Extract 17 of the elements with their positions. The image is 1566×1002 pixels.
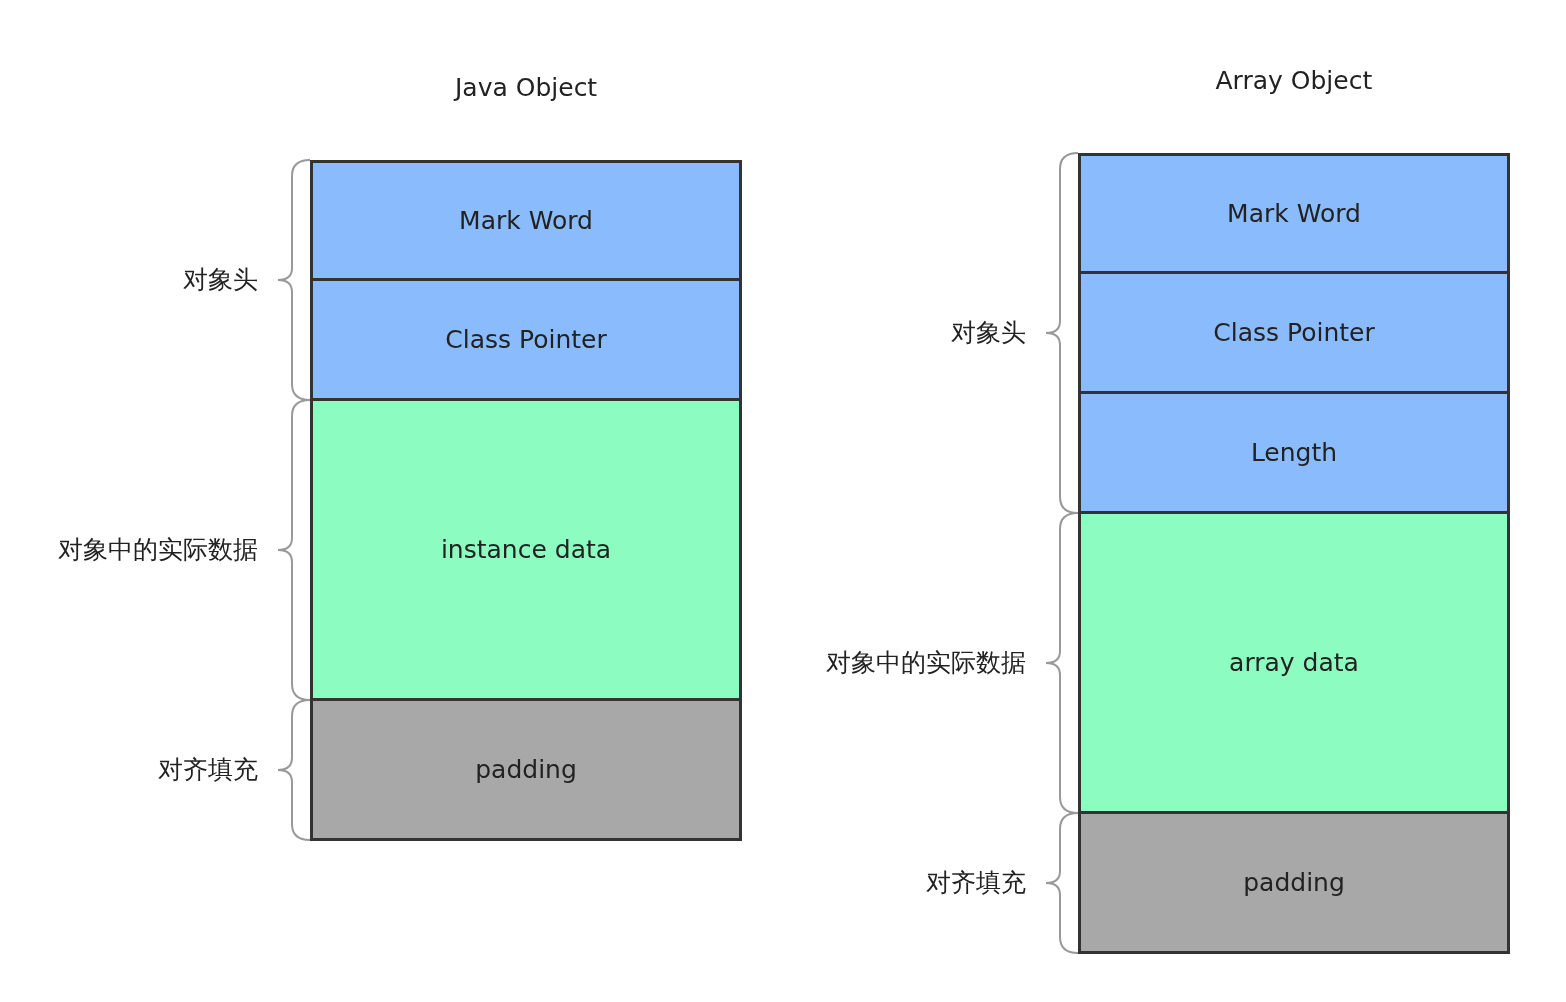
memory-block: padding (310, 698, 742, 841)
column-title: Java Object (455, 72, 598, 104)
memory-block: Mark Word (1078, 153, 1510, 274)
column-title: Array Object (1215, 65, 1373, 97)
memory-block: padding (1078, 811, 1510, 954)
memory-block: Class Pointer (1078, 271, 1510, 394)
memory-block: array data (1078, 511, 1510, 814)
memory-block: Class Pointer (310, 278, 742, 401)
memory-block: Mark Word (310, 160, 742, 281)
brace-label: 对齐填充 (158, 754, 258, 786)
memory-block: instance data (310, 398, 742, 701)
brace-label: 对象中的实际数据 (826, 647, 1026, 679)
brace-label: 对象中的实际数据 (58, 534, 258, 566)
brace-label: 对齐填充 (926, 867, 1026, 899)
memory-block: Length (1078, 391, 1510, 514)
brace-label: 对象头 (183, 264, 258, 296)
brace-label: 对象头 (951, 317, 1026, 349)
